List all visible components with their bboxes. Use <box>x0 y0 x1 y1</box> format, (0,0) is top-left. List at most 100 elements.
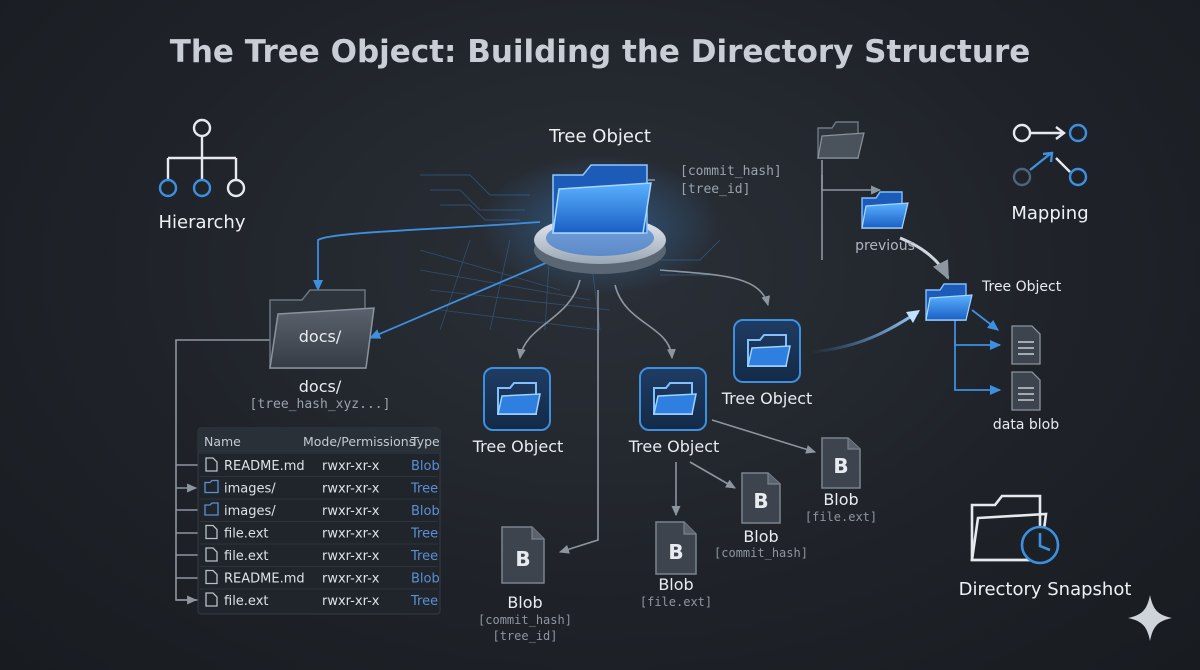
blob-small-file-icon: B <box>741 472 781 524</box>
docs-folder-text: docs/ <box>299 327 342 346</box>
mapping-label: Mapping <box>1011 203 1088 224</box>
tree-left[interactable]: Tree Object <box>472 367 564 456</box>
side-tree-label: Tree Object <box>981 279 1062 295</box>
table-row[interactable]: file.ext rwxr-xr-x Tree <box>200 588 438 609</box>
blob-right-meta: [file.ext] <box>805 510 877 524</box>
blob-right[interactable]: B Blob [file.ext] <box>805 437 877 524</box>
tree-right-label: Tree Object <box>721 389 813 408</box>
side-file-icon-2 <box>1011 371 1041 411</box>
cell-type: Tree <box>410 482 438 497</box>
blob-mid-label: Blob <box>658 575 693 594</box>
folder-icon <box>204 479 219 494</box>
cell-mode: rwxr-xr-x <box>322 504 380 519</box>
cell-type: Blob <box>411 459 440 474</box>
cell-name: images/ <box>224 504 276 519</box>
column-header-name: Name <box>204 434 241 449</box>
previous-old-folder-icon <box>817 121 865 159</box>
previous-label: previous <box>855 238 915 254</box>
blob-bottom-meta-tree: [tree_id] <box>492 629 557 643</box>
file-icon <box>205 569 218 585</box>
tree-right[interactable]: Tree Object <box>721 319 813 408</box>
cell-type: Tree <box>410 594 438 609</box>
folder-icon <box>204 502 219 516</box>
cell-type: Blob <box>411 504 440 519</box>
cell-name: README.md <box>224 572 305 587</box>
root-label: Tree Object <box>548 126 651 147</box>
connectors <box>175 160 1002 605</box>
blob-small[interactable]: B Blob [commit_hash] <box>714 472 808 560</box>
blob-bottom[interactable]: B Blob [commit_hash] [tree_id] <box>478 526 572 643</box>
cell-name: images/ <box>224 482 276 497</box>
cell-mode: rwxr-xr-x <box>322 482 380 497</box>
blob-bottom-label: Blob <box>507 593 542 612</box>
root-meta-tree: [tree_id] <box>680 182 750 197</box>
legend-hierarchy: Hierarchy <box>158 118 246 233</box>
blob-mid[interactable]: B Blob [file.ext] <box>640 521 712 609</box>
tree-left-label: Tree Object <box>472 437 564 456</box>
table-row[interactable]: README.md rwxr-xr-x Blob <box>200 566 440 587</box>
file-icon <box>205 592 218 607</box>
docs-folder-icon <box>269 289 375 369</box>
blob-small-meta: [commit_hash] <box>714 546 808 560</box>
cell-name: file.ext <box>224 549 269 564</box>
table-row[interactable]: README.md rwxr-xr-x Blob <box>205 457 440 474</box>
cell-name: file.ext <box>224 594 269 609</box>
root-folder-icon <box>552 164 652 234</box>
svg-text:B: B <box>668 540 683 564</box>
table-row[interactable]: images/rwxr-xr-x Blob <box>200 498 440 519</box>
side-tree-folder-icon <box>925 283 973 321</box>
blob-mid-meta: [file.ext] <box>640 595 712 609</box>
cell-type: Blob <box>411 572 440 587</box>
blob-right-file-icon: B <box>821 437 861 489</box>
cell-type: Tree <box>410 549 438 564</box>
page-title: The Tree Object: Building the Directory … <box>170 34 1031 70</box>
column-header-type: Type <box>410 434 440 449</box>
snapshot-folder-clock-icon <box>970 494 1060 565</box>
side-file-icon-1 <box>1011 325 1041 365</box>
table-row[interactable]: images/rwxr-xr-x Tree <box>200 476 438 497</box>
file-icon <box>205 524 218 540</box>
blob-bottom-file-icon: B <box>501 526 545 584</box>
cell-mode: rwxr-xr-x <box>322 594 380 609</box>
connector-root-blob-bottom <box>558 290 599 554</box>
connector-previous-tree <box>899 236 950 280</box>
tree-entries-table: Name Mode/Permissions Type README.md rwxr… <box>197 427 441 615</box>
docs-tree[interactable]: docs/ docs/ [tree_hash_xyz...] <box>250 289 391 412</box>
tree-mid-label: Tree Object <box>628 437 720 456</box>
connector-prev-chain <box>821 160 882 195</box>
cell-name: file.ext <box>224 527 269 542</box>
snapshot-label: Directory Snapshot <box>959 579 1132 600</box>
blob-right-label: Blob <box>823 490 858 509</box>
table-row[interactable]: file.ext rwxr-xr-x Tree <box>200 521 438 542</box>
connector-root-tree-mid <box>614 284 676 360</box>
legend-mapping: Mapping <box>1011 123 1089 224</box>
blob-mid-file-icon: B <box>655 521 697 575</box>
data-blob-label: data blob <box>993 417 1059 433</box>
tree-left-folder-icon <box>483 367 551 431</box>
previous-chain: previous <box>817 121 915 254</box>
cell-name: README.md <box>224 459 305 474</box>
tree-mid-folder-icon <box>639 367 707 431</box>
cell-mode: rwxr-xr-x <box>322 459 380 474</box>
hierarchy-icon <box>158 118 246 198</box>
cell-mode: rwxr-xr-x <box>322 527 380 542</box>
connector-treemid-blob-right <box>711 419 817 454</box>
snapshot-sweep <box>809 310 919 354</box>
file-icon <box>205 547 218 562</box>
tree-mid[interactable]: Tree Object <box>628 367 720 456</box>
cell-mode: rwxr-xr-x <box>322 572 380 587</box>
file-icon <box>205 457 218 472</box>
column-header-mode: Mode/Permissions <box>303 434 415 449</box>
root-tree-object[interactable]: Tree Object [commit_hash] [tree_id] <box>480 126 782 295</box>
docs-hash: [tree_hash_xyz...] <box>250 397 391 412</box>
side-tree[interactable]: Tree Object data blob <box>925 279 1062 433</box>
sparkle-icon <box>1128 595 1172 641</box>
cell-type: Tree <box>410 527 438 542</box>
svg-text:B: B <box>833 454 848 478</box>
docs-label: docs/ <box>299 377 342 396</box>
tree-right-folder-icon <box>733 319 801 383</box>
connector-treemid-blob-small <box>689 461 736 489</box>
